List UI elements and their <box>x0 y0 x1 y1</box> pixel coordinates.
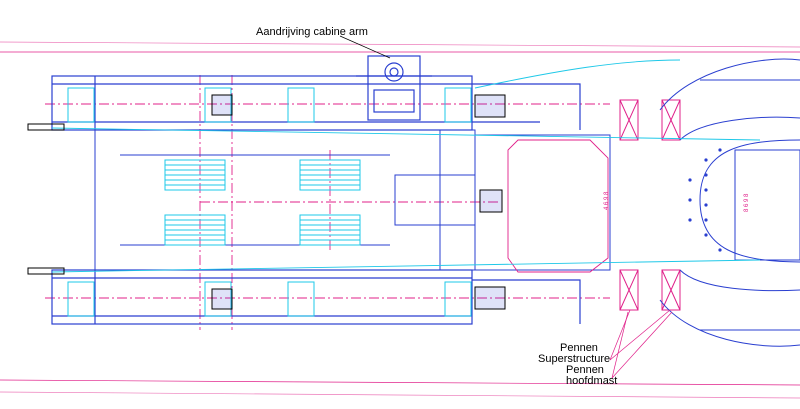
hydraulic-units <box>211 94 506 310</box>
center-panel-outline <box>507 139 609 273</box>
construction-lines <box>0 41 800 399</box>
label-pins-mainmast-1: Pennen <box>566 364 604 376</box>
superstructure <box>659 58 800 347</box>
dimension-right: 8 6 9 8 <box>744 193 750 212</box>
cabin-arm-drive <box>356 55 432 121</box>
leader-cabin-arm <box>339 35 391 59</box>
center-lines <box>45 75 610 330</box>
dimension-left: 4 6 9 8 <box>604 191 610 210</box>
label-pins-superstructure-1: Pennen <box>560 342 598 354</box>
label-pins-mainmast-2: hoofdmast <box>566 375 618 387</box>
car-body <box>94 129 611 271</box>
cyan-outline <box>51 59 761 273</box>
wheel-blocks <box>67 87 472 317</box>
leader-lines-pins <box>609 309 673 379</box>
ring-holes <box>688 148 722 252</box>
ladder-pads <box>164 159 361 246</box>
left-bumpers <box>27 123 65 275</box>
label-pins-superstructure-2: Superstructure <box>538 353 611 365</box>
label-cabin-arm-drive: Aandrijving cabine arm <box>256 26 368 38</box>
pin-frames <box>619 99 681 311</box>
